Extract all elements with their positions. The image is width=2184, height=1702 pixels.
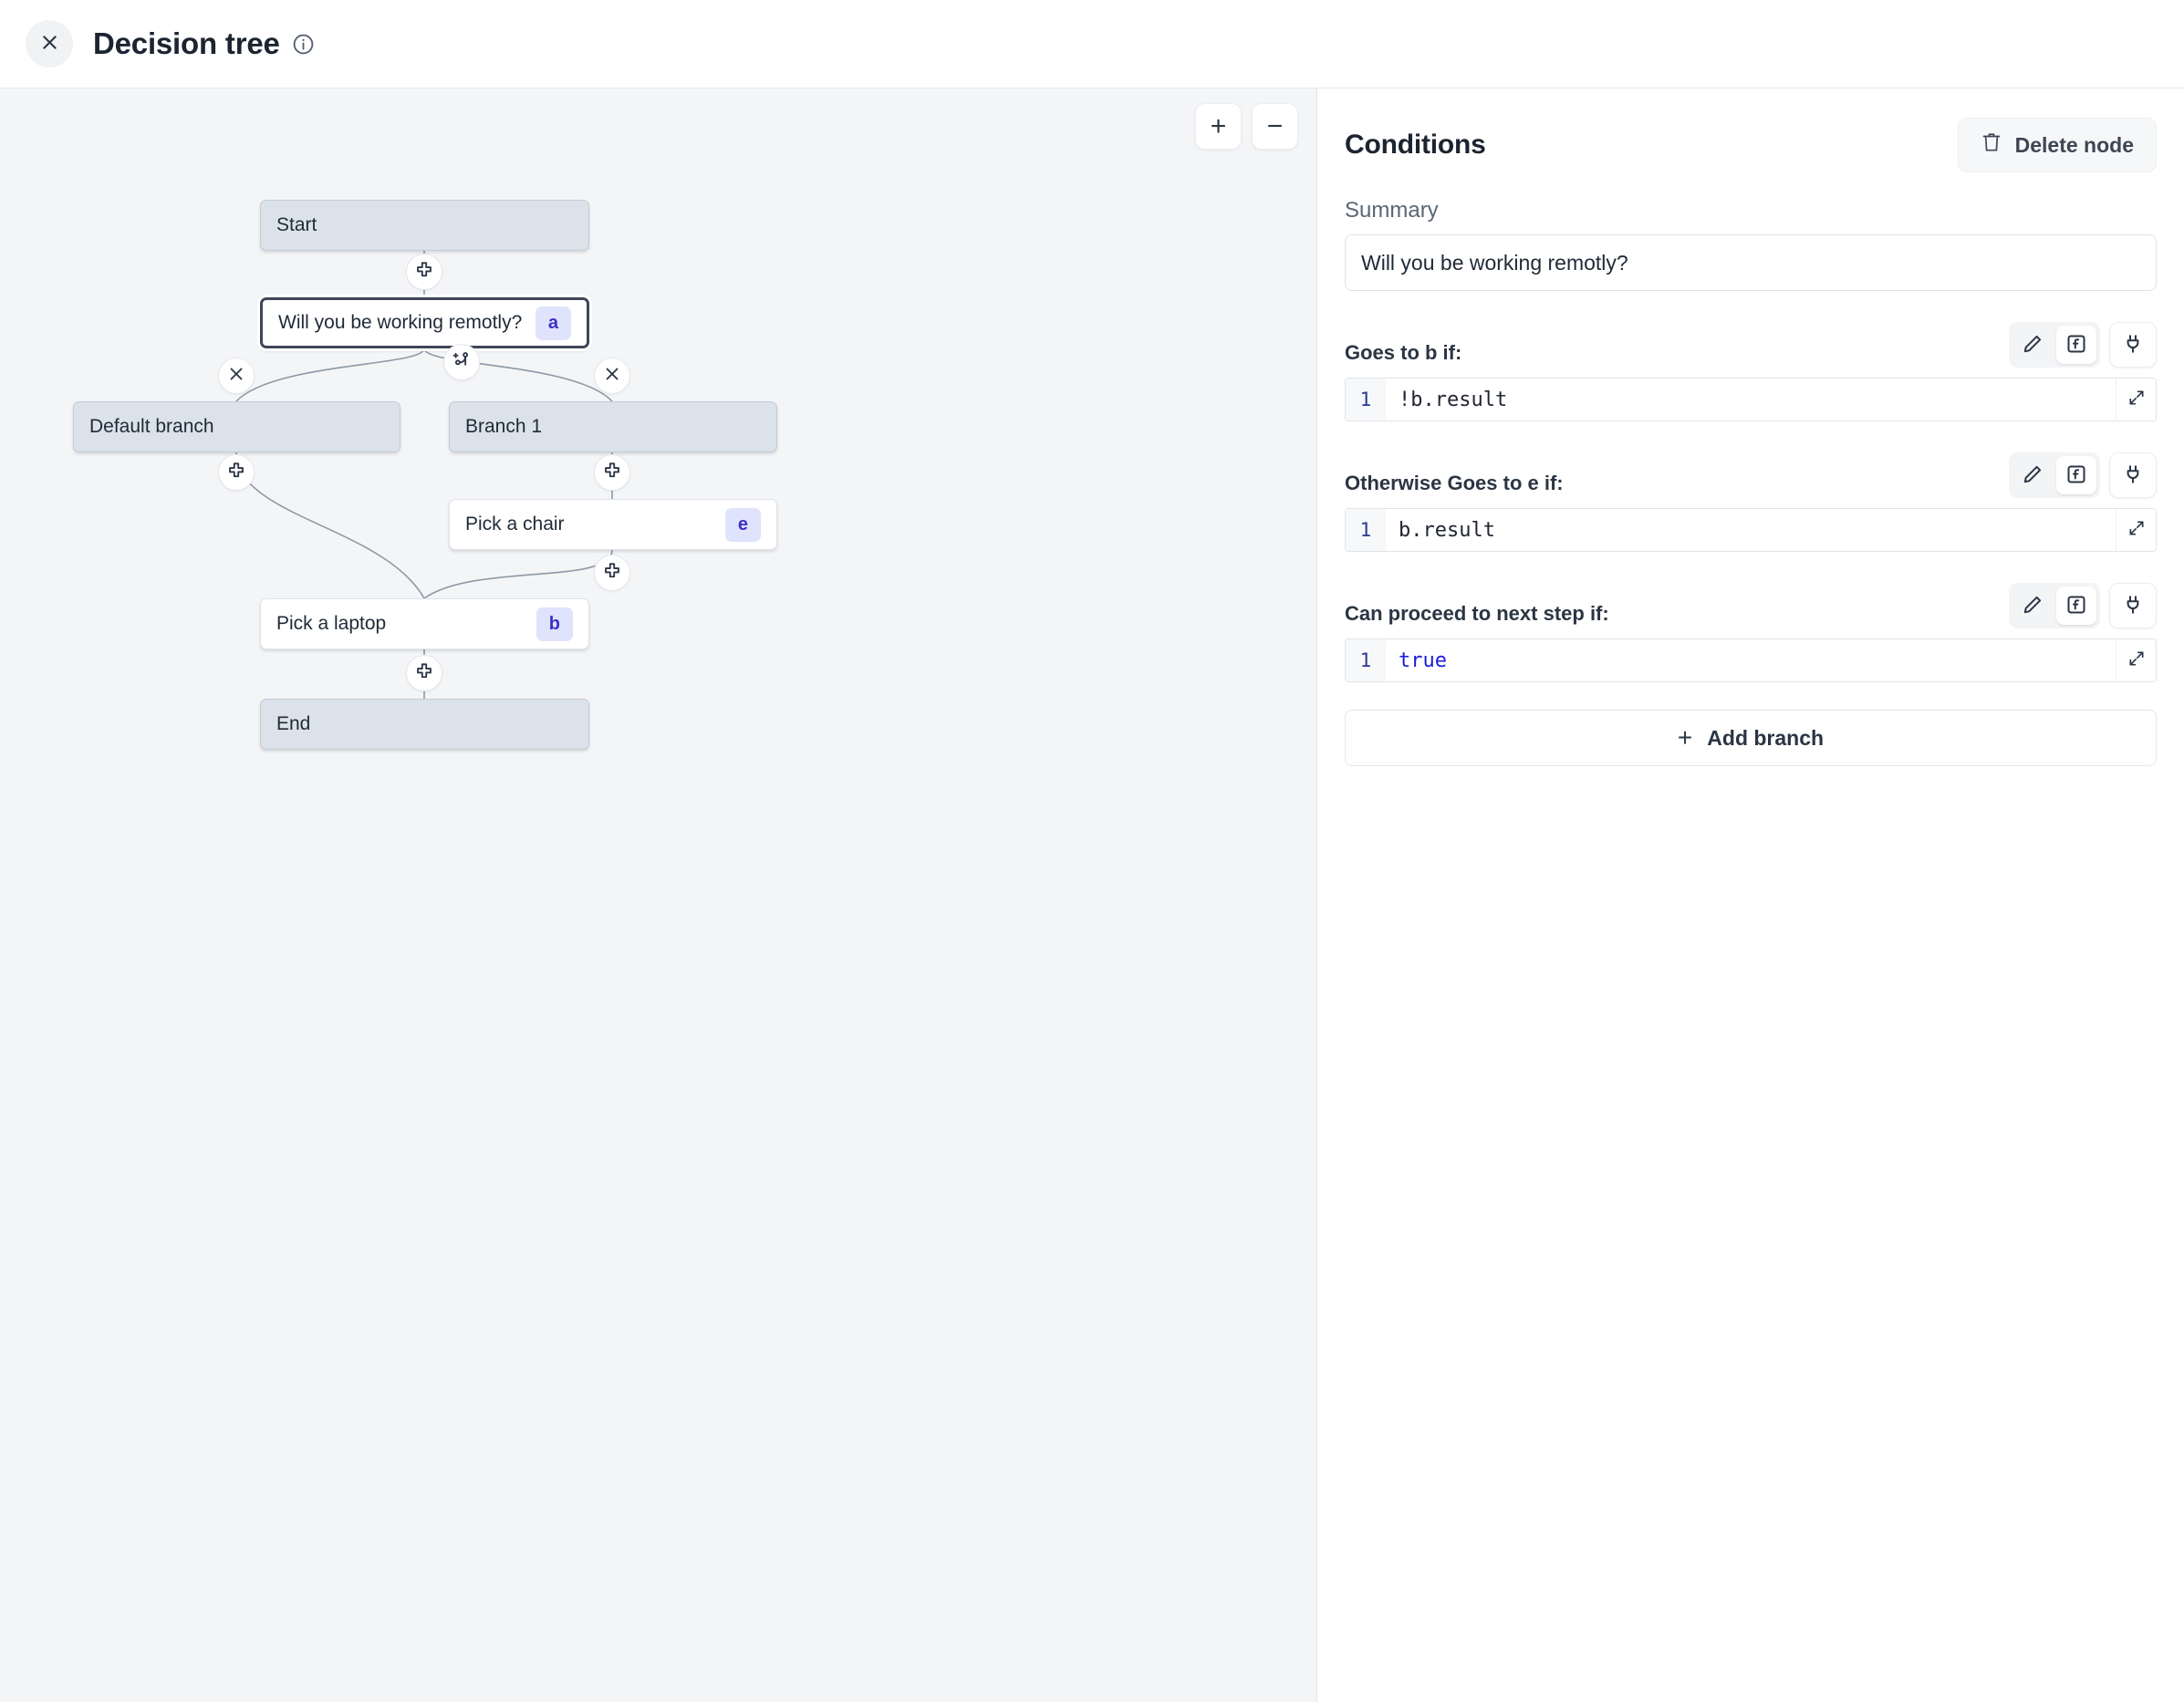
plus-icon [226,461,246,485]
function-mode-button[interactable] [2056,586,2096,625]
flow-node-label: End [276,713,311,734]
code-editor[interactable]: 1 b.result [1345,508,2157,552]
flow-node-end[interactable]: End [260,699,589,750]
plus-icon [602,561,622,586]
line-number: 1 [1346,379,1386,420]
add-step-handle-default[interactable] [218,454,255,491]
function-fx-icon [2065,594,2087,618]
add-step-handle-branch1[interactable] [594,454,630,491]
condition-block-goes-to-b: Goes to b if: 1 !b.result [1345,322,2157,421]
close-icon [602,364,622,389]
flow-edges [235,251,613,699]
code-editor[interactable]: 1 true [1345,638,2157,682]
flow-node-b[interactable]: Pick a laptop b [260,598,589,649]
condition-block-can-proceed: Can proceed to next step if: 1 true [1345,583,2157,682]
function-fx-icon [2065,463,2087,488]
plug-icon [2122,594,2144,618]
code-content[interactable]: b.result [1399,518,1495,542]
flow-node-badge: e [724,507,761,542]
add-step-handle-b-end[interactable] [406,655,442,691]
flow-node-branch1[interactable]: Branch 1 [449,401,777,452]
flow-node-label: Start [276,214,317,235]
flow-node-a[interactable]: Will you be working remotly? a [260,297,589,348]
flow-node-label: Pick a chair [465,514,565,534]
flow-node-label: Pick a laptop [276,613,387,634]
close-icon [226,364,246,389]
pencil-icon [2022,333,2044,358]
flow-node-label: Will you be working remotly? [278,312,523,333]
flow-node-e[interactable]: Pick a chair e [449,499,777,550]
flow-node-badge: b [536,607,573,641]
plug-icon [2122,463,2144,488]
function-mode-button[interactable] [2056,326,2096,364]
branch-plus-icon [452,350,472,375]
pencil-icon [2022,463,2044,488]
condition-tools [2009,583,2157,628]
close-icon [40,33,59,55]
plus-icon [414,661,434,686]
code-content[interactable]: true [1399,649,1447,672]
expand-arrows-icon [2127,649,2146,672]
summary-input[interactable] [1345,234,2157,291]
condition-block-otherwise-to-e: Otherwise Goes to e if: 1 b.result [1345,452,2157,552]
flow-node-start[interactable]: Start [260,200,589,251]
plus-icon [414,260,434,285]
condition-label: Goes to b if: [1345,341,1462,364]
code-content[interactable]: !b.result [1399,388,1508,411]
connect-button[interactable] [2109,322,2157,368]
add-branch-button[interactable]: + Add branch [1345,710,2157,766]
flow-node-default[interactable]: Default branch [73,401,400,452]
add-branch-handle-a[interactable] [443,344,480,380]
close-button[interactable] [26,20,73,67]
remove-branch-handle-branch1[interactable] [594,358,630,394]
page-title: Decision tree [93,26,280,60]
trash-icon [1981,130,2002,160]
panel-header: Conditions Delete node [1345,118,2157,172]
zoom-out-button[interactable]: − [1252,103,1298,150]
plus-icon: + [1677,723,1693,752]
plus-icon [602,461,622,485]
add-step-handle-start-a[interactable] [406,254,442,290]
add-step-handle-e[interactable] [594,555,630,591]
summary-label: Summary [1345,198,1439,223]
expand-arrows-icon [2127,389,2146,411]
remove-branch-handle-default[interactable] [218,358,255,394]
app-header: Decision tree [0,0,2184,88]
function-mode-button[interactable] [2056,456,2096,494]
flow-node-label: Branch 1 [465,416,543,437]
line-number: 1 [1346,509,1386,551]
condition-tools [2009,322,2157,368]
expand-editor-button[interactable] [2116,639,2156,681]
flow-node-badge: a [535,306,571,340]
zoom-controls: + − [1195,103,1298,150]
info-circle-icon[interactable] [292,33,315,56]
edit-mode-button[interactable] [2012,326,2053,364]
condition-label: Otherwise Goes to e if: [1345,472,1564,494]
line-number: 1 [1346,639,1386,681]
zoom-in-button[interactable]: + [1195,103,1242,150]
expand-editor-button[interactable] [2116,379,2156,420]
pencil-icon [2022,594,2044,618]
plug-icon [2122,333,2144,358]
expand-editor-button[interactable] [2116,509,2156,551]
function-fx-icon [2065,333,2087,358]
add-branch-label: Add branch [1707,725,1825,750]
panel-title: Conditions [1345,130,1486,160]
condition-label: Can proceed to next step if: [1345,602,1609,625]
flow-node-label: Default branch [89,416,214,437]
edit-mode-button[interactable] [2012,586,2053,625]
conditions-panel: Conditions Delete node Summary Goes to b… [1316,88,2184,1702]
connect-button[interactable] [2109,452,2157,498]
expand-arrows-icon [2127,519,2146,542]
connect-button[interactable] [2109,583,2157,628]
code-editor[interactable]: 1 !b.result [1345,378,2157,421]
delete-node-label: Delete node [2014,132,2134,157]
condition-tools [2009,452,2157,498]
delete-node-button[interactable]: Delete node [1957,118,2157,172]
edit-mode-button[interactable] [2012,456,2053,494]
